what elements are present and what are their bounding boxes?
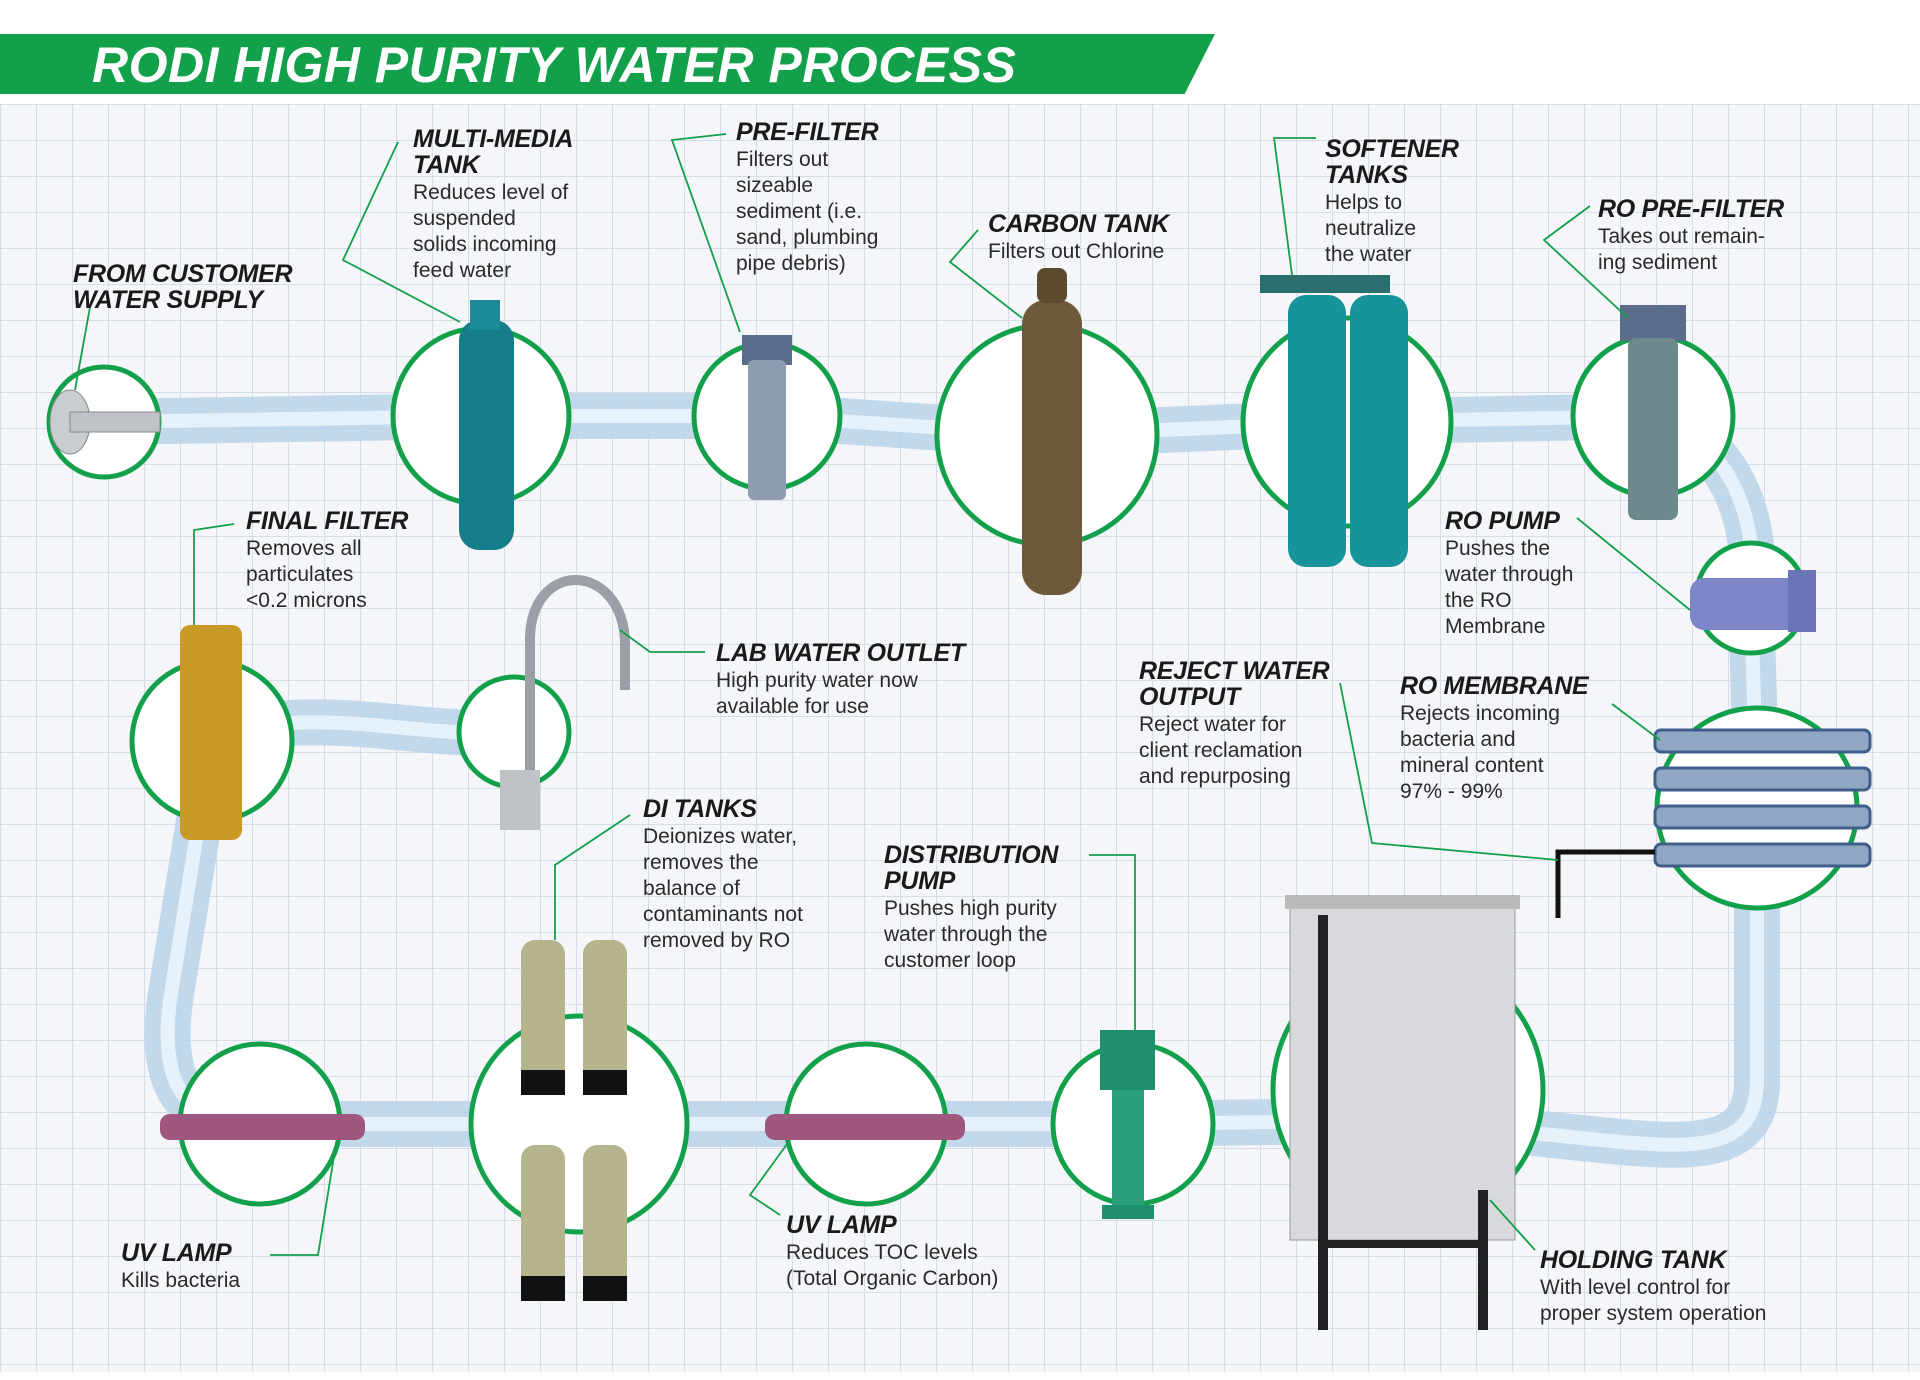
label-heading: DISTRIBUTION PUMP	[884, 841, 1059, 895]
ro-membranes	[1653, 728, 1872, 868]
lab-faucet	[500, 575, 630, 830]
label-heading: CARBON TANK	[988, 210, 1169, 238]
di-tanks-circle	[468, 1013, 690, 1235]
label-heading: UV LAMP	[786, 1211, 897, 1239]
distribution-pump	[1100, 1030, 1155, 1219]
carbon-tank	[1022, 268, 1082, 595]
leader-lines	[74, 133, 1691, 1256]
label-description: Filters out sizeable sediment (i.e. sand…	[736, 148, 879, 275]
label-heading: RO PRE-FILTER	[1598, 195, 1784, 223]
label-description: Rejects incoming bacteria and mineral co…	[1400, 702, 1560, 803]
label-description: Reject water for client reclamation and …	[1139, 713, 1303, 788]
label-heading: LAB WATER OUTLET	[716, 639, 965, 667]
multimedia-tank	[459, 300, 514, 550]
title-banner	[0, 34, 1215, 94]
page-title: RODI HIGH PURITY WATER PROCESS	[92, 37, 1017, 93]
ro-pump	[1690, 570, 1816, 632]
softener-circle	[1240, 315, 1454, 529]
supply-pipe-fitting	[49, 389, 161, 455]
final-filter	[180, 625, 242, 840]
uv-lamp-2	[765, 1114, 965, 1140]
label-description: Removes all particulates <0.2 microns	[246, 537, 367, 612]
label-description: High purity water now available for use	[716, 669, 918, 718]
ro-prefilter-housing	[1620, 305, 1686, 520]
label-heading: RO PUMP	[1445, 507, 1560, 535]
label-heading: FINAL FILTER	[246, 507, 409, 535]
label-heading: MULTI-MEDIA TANK	[413, 125, 574, 179]
label-heading: SOFTENER TANKS	[1325, 135, 1459, 189]
label-description: Takes out remain- ing sediment	[1598, 225, 1765, 274]
label-description: Deionizes water, removes the balance of …	[643, 825, 803, 952]
uv-lamp-1	[160, 1114, 365, 1140]
label-description: Kills bacteria	[121, 1269, 241, 1292]
label-description: Pushes high purity water through the cus…	[884, 897, 1057, 972]
holding-tank	[1285, 895, 1520, 1330]
di-tanks	[521, 940, 627, 1301]
label-description: Reduces level of suspended solids incomi…	[413, 181, 569, 282]
label-heading: PRE-FILTER	[736, 118, 879, 146]
label-description: Pushes the water through the RO Membrane	[1445, 537, 1574, 638]
label-heading: UV LAMP	[121, 1239, 232, 1267]
label-from-customer-water-supply: FROM CUSTOMER WATER SUPPLY	[73, 260, 293, 314]
label-description: With level control for proper system ope…	[1540, 1276, 1767, 1325]
label-heading: HOLDING TANK	[1540, 1246, 1727, 1274]
softener-tanks	[1260, 275, 1408, 567]
label-heading: RO MEMBRANE	[1400, 672, 1589, 700]
label-heading: FROM CUSTOMER WATER SUPPLY	[73, 260, 293, 314]
label-description: Filters out Chlorine	[988, 240, 1165, 263]
label-heading: DI TANKS	[643, 795, 757, 823]
reject-water-pipe	[1555, 849, 1655, 918]
label-description: Reduces TOC levels (Total Organic Carbon…	[786, 1241, 999, 1290]
label-heading: REJECT WATER OUTPUT	[1139, 657, 1330, 711]
label-description: Helps to neutralize the water	[1325, 191, 1417, 266]
prefilter-housing	[742, 335, 792, 500]
